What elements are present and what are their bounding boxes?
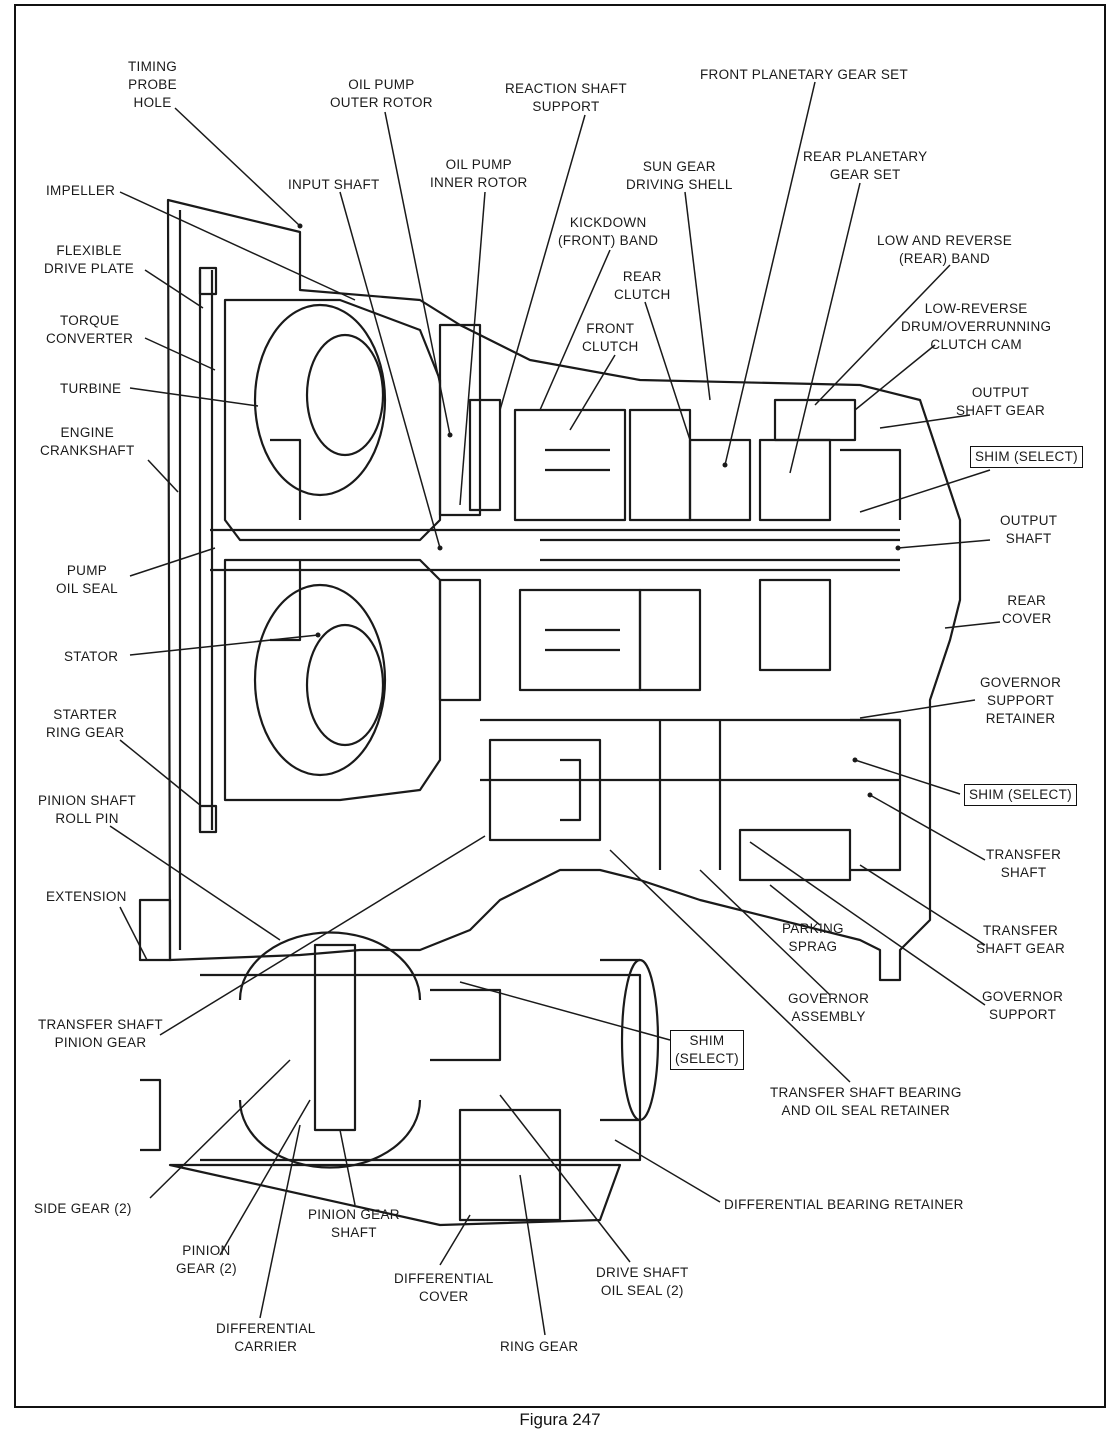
label-low-reverse-drum: LOW-REVERSE DRUM/OVERRUNNING CLUTCH CAM [901, 301, 1052, 352]
label-extension: EXTENSION [46, 889, 127, 904]
label-differential-cover: DIFFERENTIAL COVER [394, 1271, 494, 1304]
label-ring-gear: RING GEAR [500, 1339, 579, 1354]
label-differential-bearing-retainer: DIFFERENTIAL BEARING RETAINER [724, 1197, 964, 1212]
label-front-planetary-gear-set: FRONT PLANETARY GEAR SET [700, 67, 908, 82]
label-timing-probe-hole: TIMING PROBE HOLE [128, 59, 178, 110]
label-front-clutch: FRONT CLUTCH [582, 321, 639, 354]
label-starter-ring-gear: STARTER RING GEAR [46, 707, 125, 740]
label-sun-gear-driving-shell: SUN GEAR DRIVING SHELL [626, 159, 733, 192]
label-shim-select-3: SHIM (SELECT) [670, 1030, 744, 1070]
label-stator: STATOR [64, 649, 119, 664]
label-output-shaft-gear: OUTPUT SHAFT GEAR [956, 385, 1046, 418]
label-pump-oil-seal: PUMP OIL SEAL [56, 563, 118, 596]
label-oil-pump-outer-rotor: OIL PUMP OUTER ROTOR [330, 77, 433, 110]
label-transfer-shaft-gear: TRANSFER SHAFT GEAR [976, 923, 1066, 956]
label-governor-assembly: GOVERNOR ASSEMBLY [788, 991, 870, 1024]
label-transfer-shaft-bearing: TRANSFER SHAFT BEARING AND OIL SEAL RETA… [770, 1085, 962, 1118]
label-torque-converter: TORQUE CONVERTER [46, 313, 134, 346]
label-rear-planetary-gear-set: REAR PLANETARY GEAR SET [803, 149, 928, 182]
label-output-shaft: OUTPUT SHAFT [1000, 513, 1058, 546]
label-kickdown-front-band: KICKDOWN (FRONT) BAND [558, 215, 659, 248]
label-rear-cover: REAR COVER [1002, 593, 1052, 626]
label-impeller: IMPELLER [46, 183, 116, 198]
diagram-frame [14, 4, 1106, 1408]
label-low-and-reverse-rear-band: LOW AND REVERSE (REAR) BAND [877, 233, 1013, 266]
label-rear-clutch: REAR CLUTCH [614, 269, 671, 302]
label-transfer-shaft: TRANSFER SHAFT [986, 847, 1062, 880]
label-transfer-shaft-pinion-gear: TRANSFER SHAFT PINION GEAR [38, 1017, 163, 1050]
label-shim-select-1: SHIM (SELECT) [970, 446, 1083, 468]
label-reaction-shaft-support: REACTION SHAFT SUPPORT [505, 81, 627, 114]
figure-caption: Figura 247 [519, 1410, 601, 1429]
label-drive-shaft-oil-seal: DRIVE SHAFT OIL SEAL (2) [596, 1265, 689, 1298]
label-shim-select-2: SHIM (SELECT) [964, 784, 1077, 806]
label-governor-support: GOVERNOR SUPPORT [982, 989, 1064, 1022]
label-governor-support-retainer: GOVERNOR SUPPORT RETAINER [980, 675, 1062, 726]
label-oil-pump-inner-rotor: OIL PUMP INNER ROTOR [430, 157, 528, 190]
label-pinion-shaft-roll-pin: PINION SHAFT ROLL PIN [38, 793, 137, 826]
label-parking-sprag: PARKING SPRAG [782, 921, 844, 954]
label-pinion-gear-shaft: PINION GEAR SHAFT [308, 1207, 400, 1240]
label-engine-crankshaft: ENGINE CRANKSHAFT [40, 425, 135, 458]
label-differential-carrier: DIFFERENTIAL CARRIER [216, 1321, 316, 1354]
label-turbine: TURBINE [60, 381, 122, 396]
label-side-gear: SIDE GEAR (2) [34, 1201, 132, 1216]
label-pinion-gear: PINION GEAR (2) [176, 1243, 237, 1276]
label-input-shaft: INPUT SHAFT [288, 177, 380, 192]
label-flexible-drive-plate: FLEXIBLE DRIVE PLATE [44, 243, 135, 276]
